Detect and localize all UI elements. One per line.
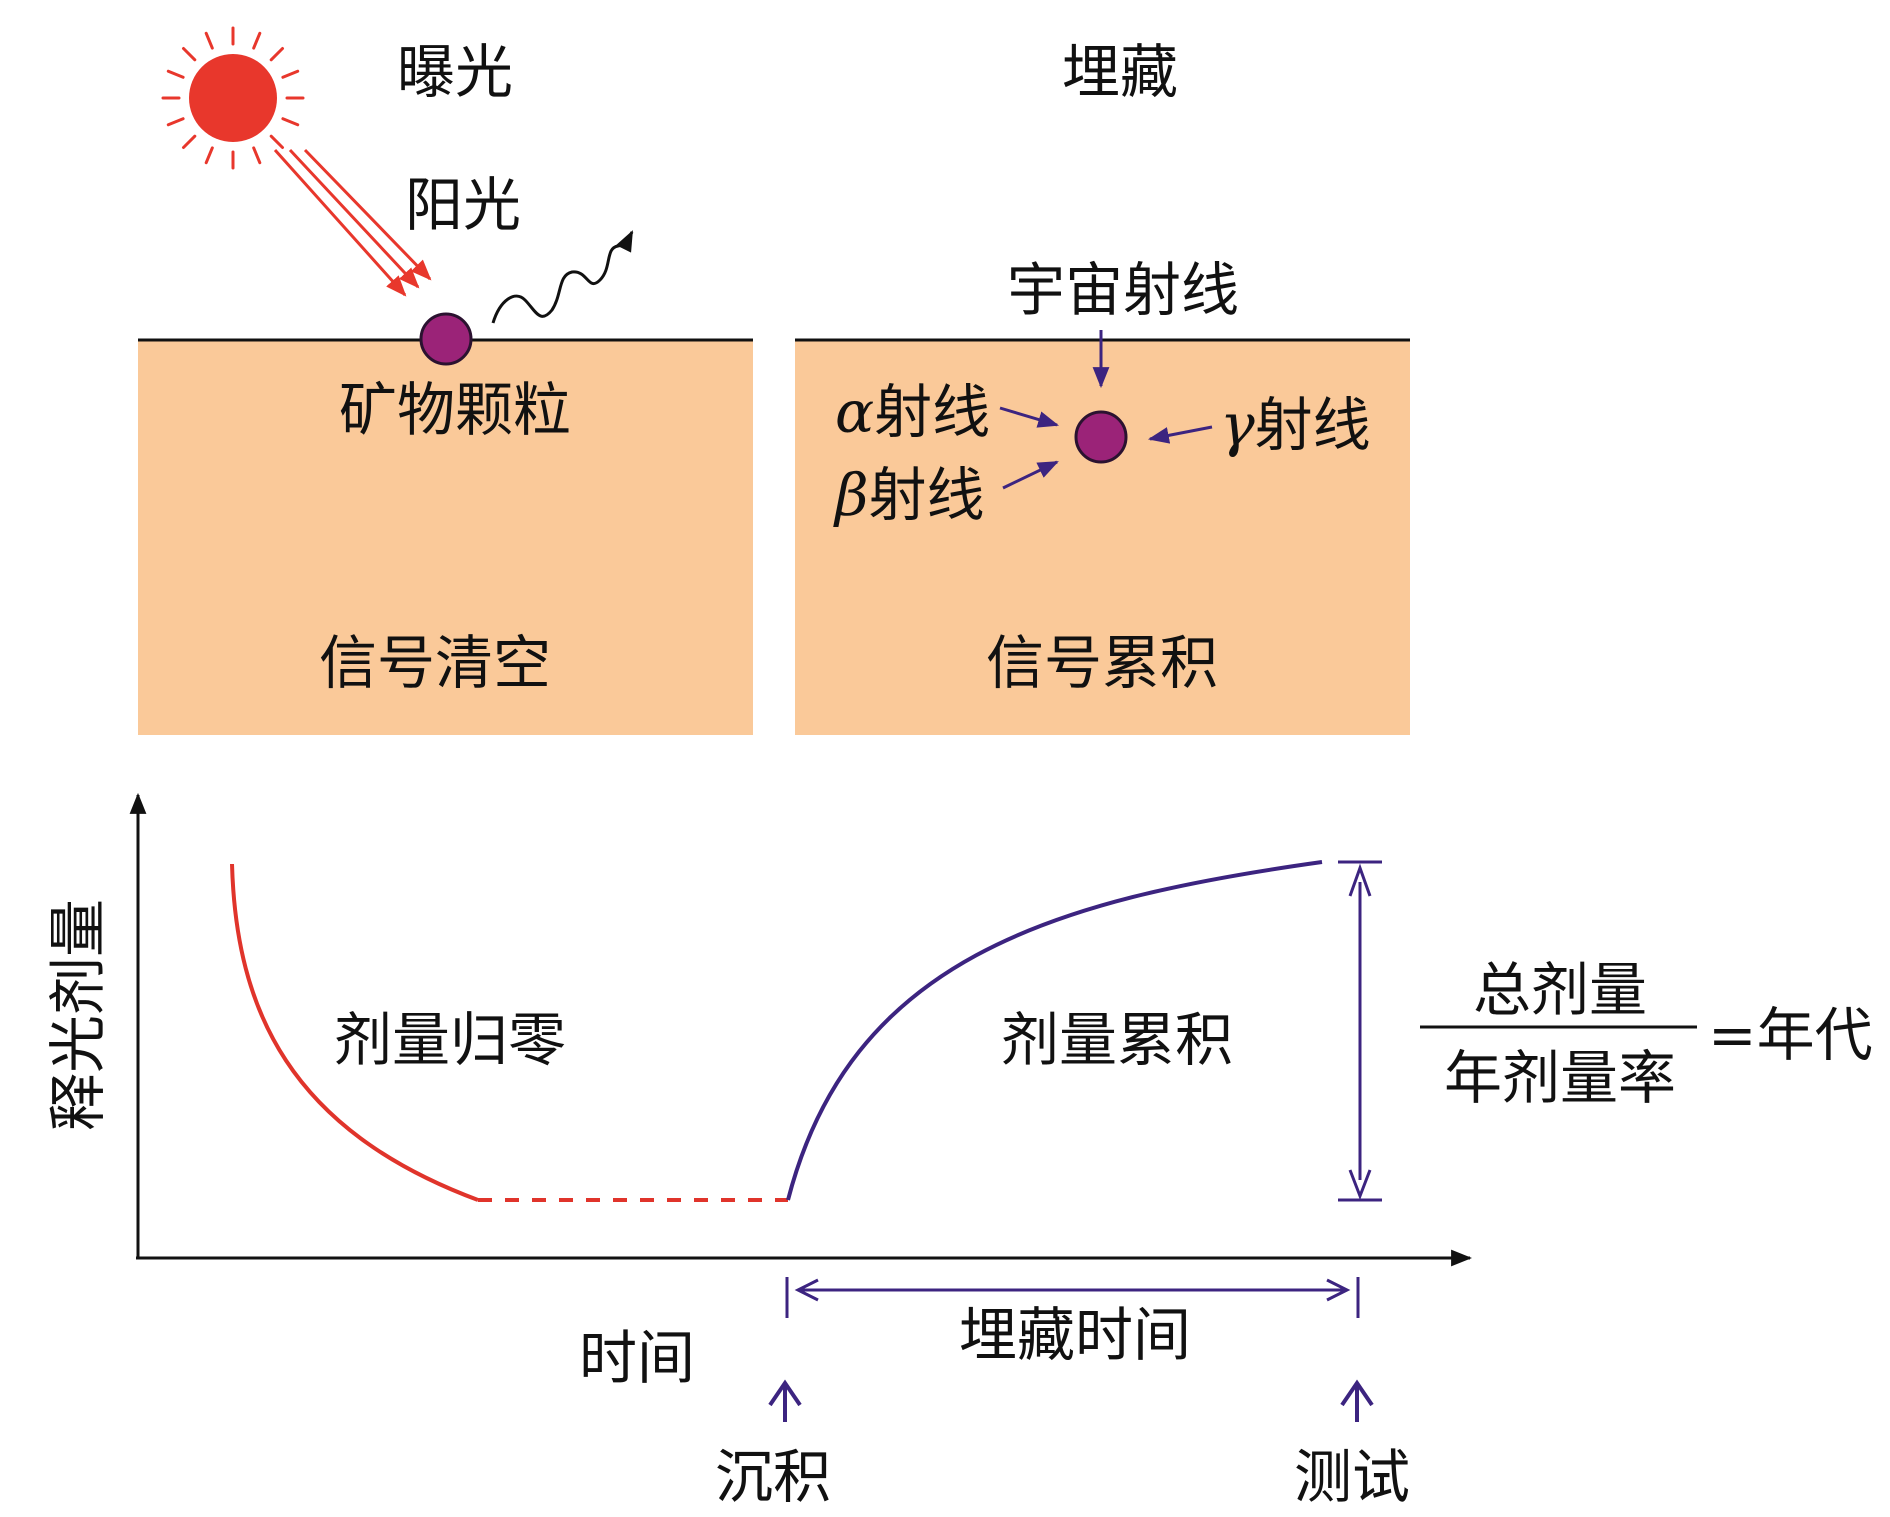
exposure-title: 曝光	[397, 38, 513, 106]
dose-accumulation-curve	[786, 860, 1323, 1201]
dose-accumulation-label: 剂量累积	[1001, 1006, 1233, 1074]
sun-ray	[182, 47, 197, 62]
formula-numerator: 总剂量	[1473, 956, 1647, 1024]
burial-panel: 埋藏 宇宙射线 α射线 β射线 γ射线 信号累积	[795, 38, 1410, 735]
age-formula: 总剂量 年剂量率 =年代	[1420, 956, 1873, 1112]
gamma-ray-arrow-icon	[1147, 425, 1213, 444]
sun-ray	[204, 31, 214, 50]
dose-graph: 释光剂量 剂量归零 剂量累积 时间 埋藏时间	[44, 792, 1473, 1511]
burial-time-span	[785, 1277, 1360, 1318]
radiation-arrows	[999, 330, 1213, 490]
buried-grain-icon	[1074, 410, 1128, 464]
sun-ray	[269, 47, 284, 62]
sun-ray	[182, 134, 197, 149]
deposition-marker-icon	[768, 1379, 802, 1422]
deposition-label: 沉积	[715, 1443, 831, 1511]
exposure-sediment-block	[138, 340, 753, 735]
gamma-ray-label: γ射线	[1220, 391, 1371, 459]
sun-icon	[161, 26, 305, 170]
beta-ray-label: β射线	[833, 461, 985, 529]
sun-ray	[281, 117, 300, 127]
sun-ray	[166, 69, 185, 79]
sunlight-label: 阳光	[405, 171, 521, 239]
sun-ray	[269, 134, 284, 149]
sun-ray	[252, 31, 262, 50]
burial-title: 埋藏	[1062, 38, 1178, 106]
sun-ray	[204, 146, 214, 165]
test-marker-icon	[1340, 1379, 1374, 1422]
cosmic-ray-label: 宇宙射线	[1007, 256, 1239, 324]
mineral-grain-icon	[419, 312, 473, 366]
beta-ray-arrow-icon	[1002, 460, 1059, 490]
emitted-light-wave-icon	[491, 230, 634, 324]
signal-cleared-label: 信号清空	[319, 629, 551, 697]
y-axis-label: 释光剂量	[44, 899, 112, 1131]
exposure-panel: 曝光 阳光 矿物颗粒 信号清空	[138, 26, 753, 735]
formula-denominator: 年剂量率	[1444, 1044, 1676, 1112]
dose-zeroing-label: 剂量归零	[334, 1006, 566, 1074]
sun-ray	[281, 69, 300, 79]
mineral-grain-label: 矿物颗粒	[339, 376, 571, 444]
test-label: 测试	[1294, 1443, 1410, 1511]
burial-time-label: 埋藏时间	[959, 1301, 1191, 1369]
formula-result: =年代	[1708, 1001, 1873, 1069]
signal-accumulation-label: 信号累积	[986, 629, 1218, 697]
burial-sediment-block	[795, 340, 1410, 735]
sunlight-rays-icon	[273, 148, 432, 297]
dose-zeroing-curve	[230, 863, 479, 1202]
alpha-ray-label: α射线	[835, 378, 990, 446]
sun-ray	[166, 117, 185, 127]
total-dose-bracket	[1338, 860, 1382, 1202]
x-axis-label: 时间	[579, 1324, 695, 1392]
sun-ray	[252, 146, 262, 165]
alpha-ray-arrow-icon	[999, 406, 1060, 428]
